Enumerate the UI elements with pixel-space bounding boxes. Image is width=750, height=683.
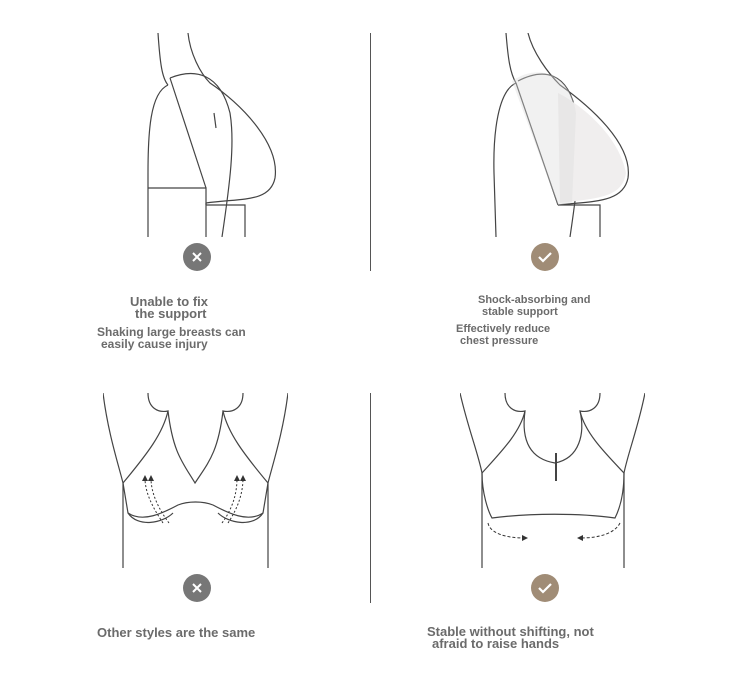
desc-line: chest pressure <box>460 335 539 347</box>
caption-line: Other styles are the same <box>97 625 256 640</box>
title-line: stable support <box>482 306 558 318</box>
desc-line: easily cause injury <box>101 337 208 351</box>
x-icon <box>183 243 211 271</box>
title-line: the support <box>135 306 207 321</box>
side-view-featured-bra-illustration <box>493 33 629 237</box>
unable-to-fix-title: Unable to fix the support <box>130 294 240 321</box>
divider-top <box>370 33 371 271</box>
side-view-other-bra-illustration <box>147 33 276 237</box>
other-styles-caption: Other styles are the same <box>97 625 327 640</box>
desc-line: Effectively reduce <box>456 323 551 335</box>
check-icon <box>531 574 559 602</box>
shaking-description: Shaking large breasts can easily cause i… <box>97 326 297 350</box>
title-line: Shock-absorbing and <box>478 294 591 306</box>
divider-bottom <box>370 393 371 603</box>
check-icon <box>531 243 559 271</box>
caption-line: Stable without shifting, not <box>427 624 594 639</box>
x-icon <box>183 574 211 602</box>
reduce-pressure-description: Effectively reduce chest pressure <box>456 323 616 347</box>
caption-line: afraid to raise hands <box>432 636 560 651</box>
title-line: Unable to fix <box>130 294 209 309</box>
front-view-other-bra-illustration <box>103 393 288 568</box>
stable-without-shifting-caption: Stable without shifting, not afraid to r… <box>427 624 667 651</box>
shock-absorbing-title: Shock-absorbing and stable support <box>478 294 638 318</box>
front-view-featured-bra-illustration <box>460 393 645 568</box>
desc-line: Shaking large breasts can <box>97 325 246 339</box>
